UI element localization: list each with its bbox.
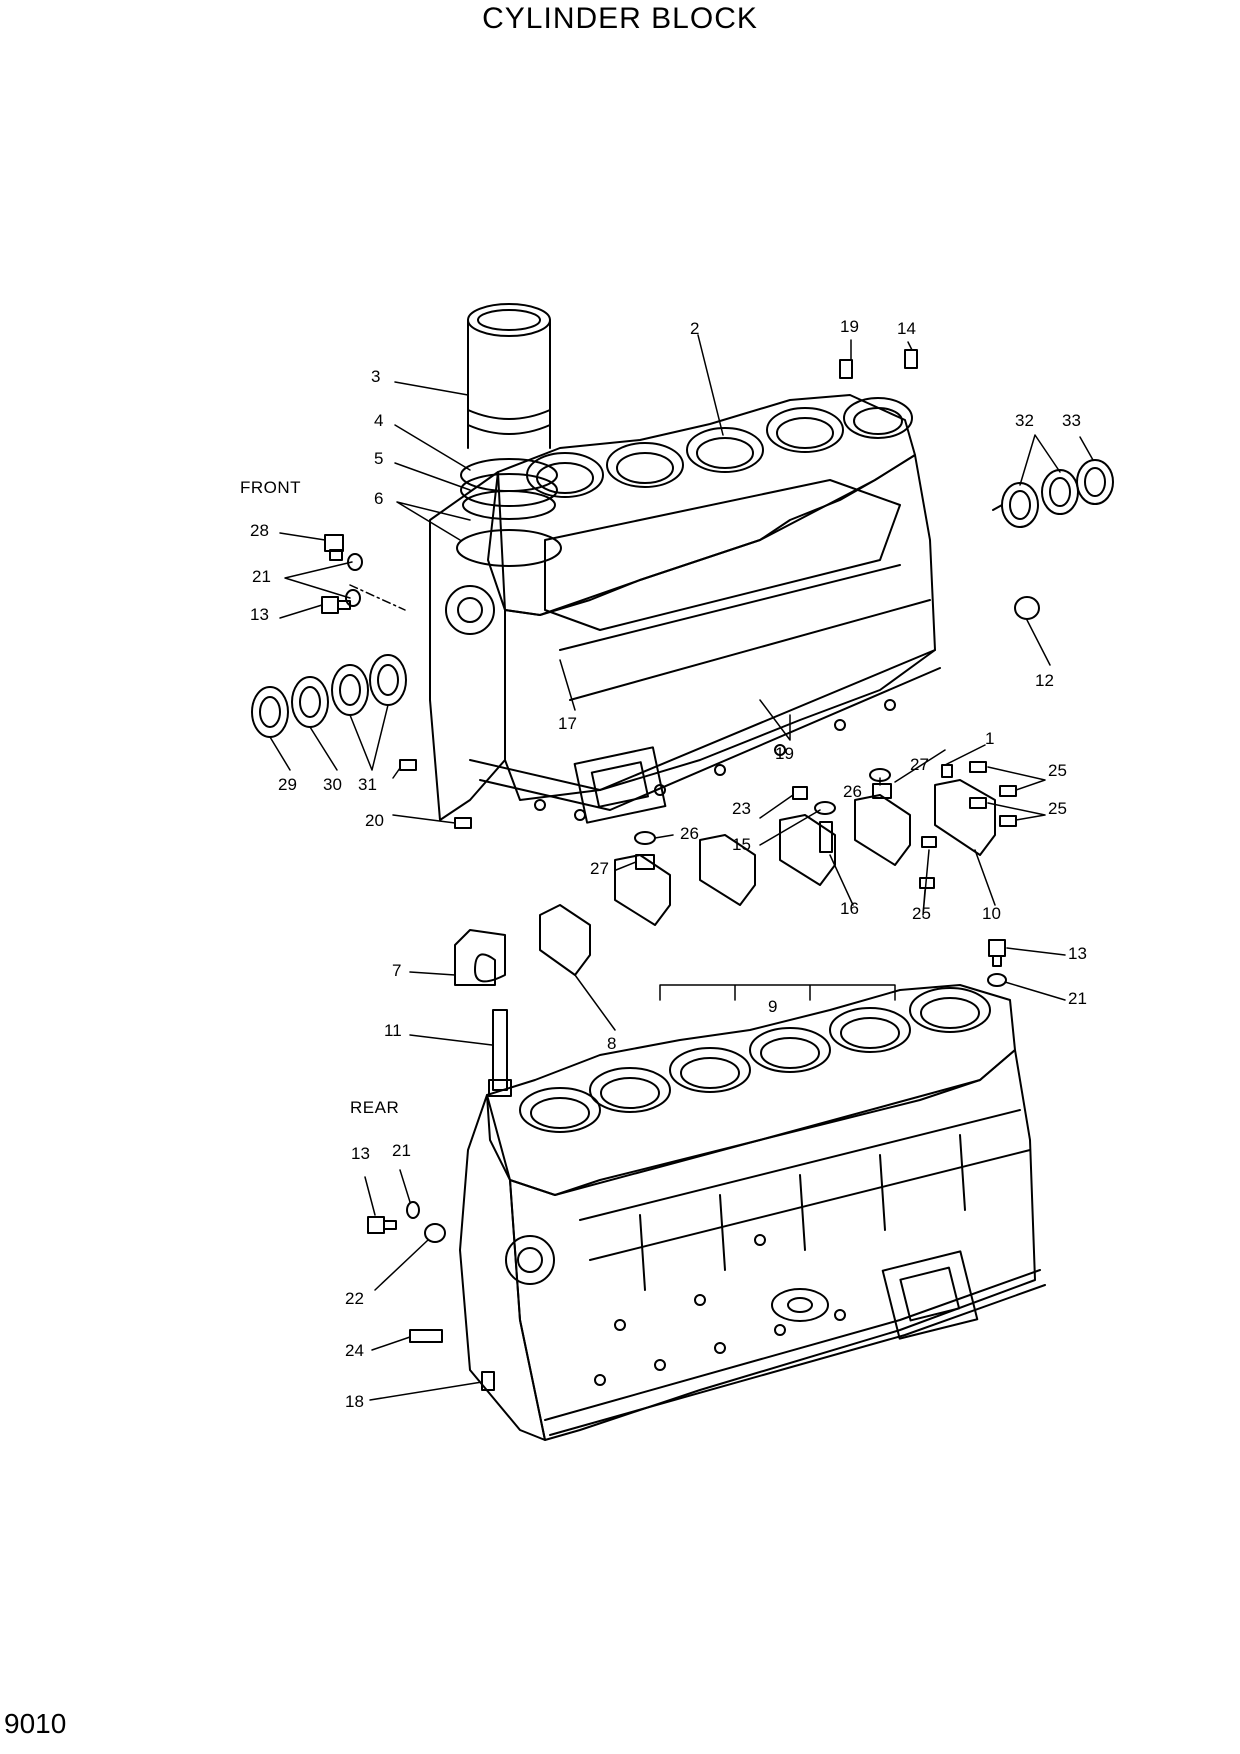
callout-26-lower: 26	[680, 824, 699, 843]
callout-13-upper: 13	[250, 605, 269, 624]
main-bearing-caps	[454, 779, 996, 986]
bushings-right	[992, 459, 1114, 528]
callout-8: 8	[607, 1034, 617, 1053]
callout-22: 22	[345, 1289, 364, 1308]
upper-cylinder-block	[429, 394, 941, 824]
callout-31: 31	[358, 775, 377, 794]
callout-13-right: 13	[1068, 944, 1087, 963]
cylinder-liner-stack	[456, 303, 562, 567]
callout-15: 15	[732, 835, 751, 854]
callout-21-right: 21	[1068, 989, 1087, 1008]
callout-4: 4	[374, 411, 384, 430]
callout-17: 17	[558, 714, 577, 733]
callout-3: 3	[371, 367, 381, 386]
rear-note: REAR	[350, 1098, 400, 1117]
callout-32: 32	[1015, 411, 1034, 430]
callout-21-upper: 21	[252, 567, 271, 586]
callout-21-rear: 21	[392, 1141, 411, 1160]
callout-19-top: 19	[840, 317, 859, 336]
callout-10: 10	[982, 904, 1001, 923]
callout-24: 24	[345, 1341, 364, 1360]
callout-19-lower: 19	[775, 744, 794, 763]
callout-25-middle: 25	[1048, 799, 1067, 818]
callout-20: 20	[365, 811, 384, 830]
callout-27-upper: 27	[910, 755, 929, 774]
callout-11: 11	[384, 1021, 402, 1040]
callout-9: 9	[768, 997, 778, 1016]
callout-12: 12	[1035, 671, 1054, 690]
callout-1: 1	[985, 729, 995, 748]
callout-28: 28	[250, 521, 269, 540]
diagram-title: CYLINDER BLOCK	[482, 2, 758, 35]
callout-23: 23	[732, 799, 751, 818]
callout-14: 14	[897, 319, 916, 338]
callout-2: 2	[690, 319, 700, 338]
page-number: 9010	[4, 1708, 67, 1739]
callout-25-lower: 25	[912, 904, 931, 923]
callout-7: 7	[392, 961, 402, 980]
callout-18: 18	[345, 1392, 364, 1411]
callout-27-lower: 27	[590, 859, 609, 878]
callout-13-rear: 13	[351, 1144, 370, 1163]
callout-16: 16	[840, 899, 859, 918]
callout-5: 5	[374, 449, 384, 468]
callout-30: 30	[323, 775, 342, 794]
small-parts	[321, 349, 1040, 1391]
leader-lines	[269, 334, 1094, 1401]
front-note: FRONT	[240, 478, 302, 497]
callout-25-upper: 25	[1048, 761, 1067, 780]
callout-33: 33	[1062, 411, 1081, 430]
callout-29: 29	[278, 775, 297, 794]
lower-cylinder-block	[459, 984, 1046, 1441]
callout-26-upper: 26	[843, 782, 862, 801]
callout-6: 6	[374, 489, 384, 508]
cap-bolt	[488, 1009, 512, 1097]
